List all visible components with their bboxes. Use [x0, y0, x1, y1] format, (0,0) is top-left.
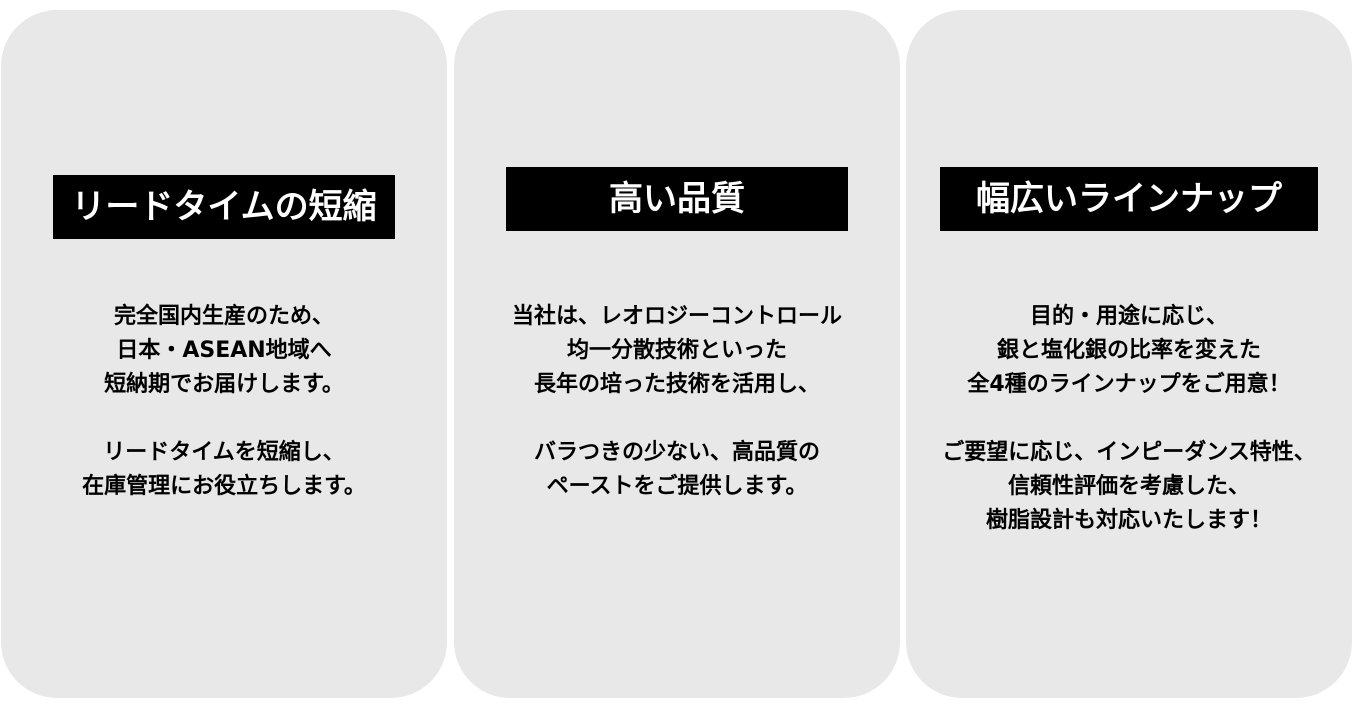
card-high-quality: 高い品質 当社は、レオロジーコントロール 均一分散技術といった 長年の培った技術… [454, 10, 900, 698]
paragraph-gap [906, 402, 1352, 436]
body-line: 信頼性評価を考慮した、 [1007, 474, 1250, 499]
body-line: 在庫管理にお役立ちします。 [82, 474, 366, 499]
body-line: 全4種のラインナップをご用意！ [967, 372, 1291, 397]
body-line: ペーストをご提供します。 [546, 474, 808, 499]
body-line: リードタイムを短縮し、 [103, 440, 345, 465]
body-line: 短納期でお届けします。 [104, 372, 344, 397]
card-title: リードタイムの短縮 [53, 175, 395, 239]
body-line: 完全国内生産のため、 [113, 304, 334, 329]
body-line: 均一分散技術といった [566, 338, 787, 363]
body-line: 銀と塩化銀の比率を変えた [996, 338, 1261, 363]
card-body: 当社は、レオロジーコントロール 均一分散技術といった 長年の培った技術を活用し、… [454, 300, 900, 504]
paragraph-gap [1, 402, 447, 436]
body-line: ご要望に応じ、インピーダンス特性、 [942, 440, 1316, 465]
card-title: 高い品質 [506, 167, 848, 231]
body-line: バラつきの少ない、高品質の [533, 440, 820, 465]
paragraph-gap [454, 402, 900, 436]
body-line: 長年の培った技術を活用し、 [533, 372, 820, 397]
card-body: 完全国内生産のため、 日本・ASEAN地域へ 短納期でお届けします。 リードタイ… [1, 300, 447, 504]
card-wide-lineup: 幅広いラインナップ 目的・用途に応じ、 銀と塩化銀の比率を変えた 全4種のライン… [906, 10, 1352, 698]
body-line: 目的・用途に応じ、 [1029, 304, 1228, 329]
body-line: 当社は、レオロジーコントロール [511, 304, 842, 329]
body-line: 樹脂設計も対応いたします！ [985, 508, 1272, 533]
card-lead-time: リードタイムの短縮 完全国内生産のため、 日本・ASEAN地域へ 短納期でお届け… [1, 10, 447, 698]
card-body: 目的・用途に応じ、 銀と塩化銀の比率を変えた 全4種のラインナップをご用意！ ご… [906, 300, 1352, 538]
body-line: 日本・ASEAN地域へ [116, 338, 332, 363]
card-title: 幅広いラインナップ [940, 167, 1318, 231]
